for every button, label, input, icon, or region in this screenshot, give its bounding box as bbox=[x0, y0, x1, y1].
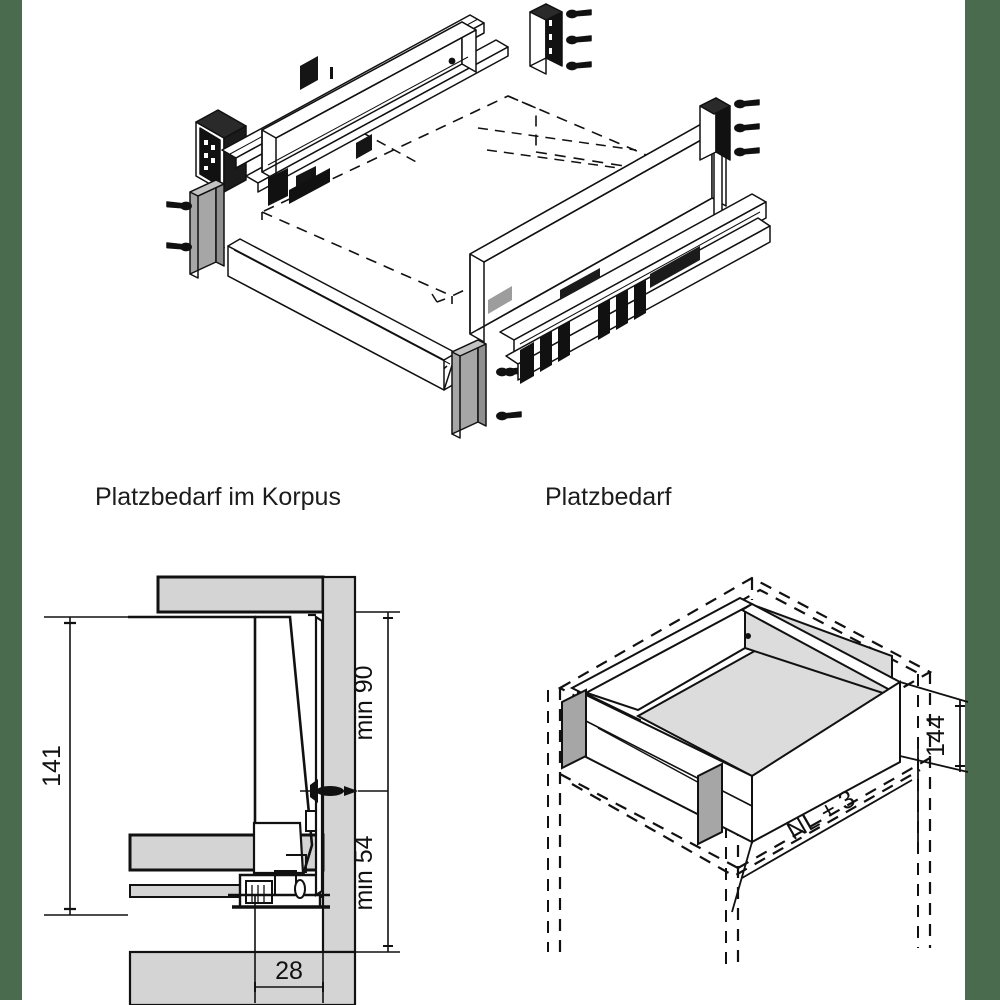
dimension-min90 bbox=[355, 611, 400, 791]
fixing-screw bbox=[300, 779, 388, 803]
section-title-platzbedarf: Platzbedarf bbox=[545, 483, 672, 511]
rear-bracket-right bbox=[699, 97, 760, 161]
cabinet-panels bbox=[128, 575, 357, 1005]
front-rail-assembly bbox=[227, 238, 457, 391]
platzbedarf-isometric-drawing: 144 NL + 3 bbox=[547, 576, 969, 970]
dimension-label-min90: min 90 bbox=[350, 665, 378, 740]
drawer-lower-block bbox=[252, 821, 305, 875]
bracket-left bbox=[561, 688, 587, 770]
dimension-label-28: 28 bbox=[275, 957, 303, 985]
left-edge-strip bbox=[0, 0, 22, 1000]
front-bracket-left bbox=[166, 179, 225, 279]
front-bracket-right bbox=[451, 339, 530, 439]
left-side-panel bbox=[261, 21, 477, 206]
bracket-right bbox=[697, 762, 723, 846]
drawer-box bbox=[561, 596, 902, 846]
dimension-label-141: 141 bbox=[38, 745, 66, 787]
dimension-min54 bbox=[355, 791, 400, 953]
dimension-144 bbox=[899, 681, 969, 773]
drawer-front-fascia bbox=[308, 613, 324, 898]
dimension-141 bbox=[44, 616, 128, 916]
runner-mechanism-detail bbox=[228, 810, 330, 909]
dimension-label-144: 144 bbox=[922, 715, 950, 757]
right-edge-strip bbox=[965, 0, 1000, 1000]
dimension-label-min54: min 54 bbox=[350, 835, 378, 910]
dimension-nl3 bbox=[731, 748, 919, 913]
rail-rib-detail bbox=[520, 279, 646, 384]
mounting-plate-right bbox=[529, 3, 592, 75]
right-side-panel bbox=[469, 117, 771, 384]
exploded-assembly-drawing bbox=[166, 3, 771, 439]
section-title-korpus: Platzbedarf im Korpus bbox=[95, 483, 341, 511]
dimension-28 bbox=[254, 895, 324, 1003]
korpus-cross-section-drawing: 141 min 90 min 54 28 bbox=[38, 575, 400, 1005]
